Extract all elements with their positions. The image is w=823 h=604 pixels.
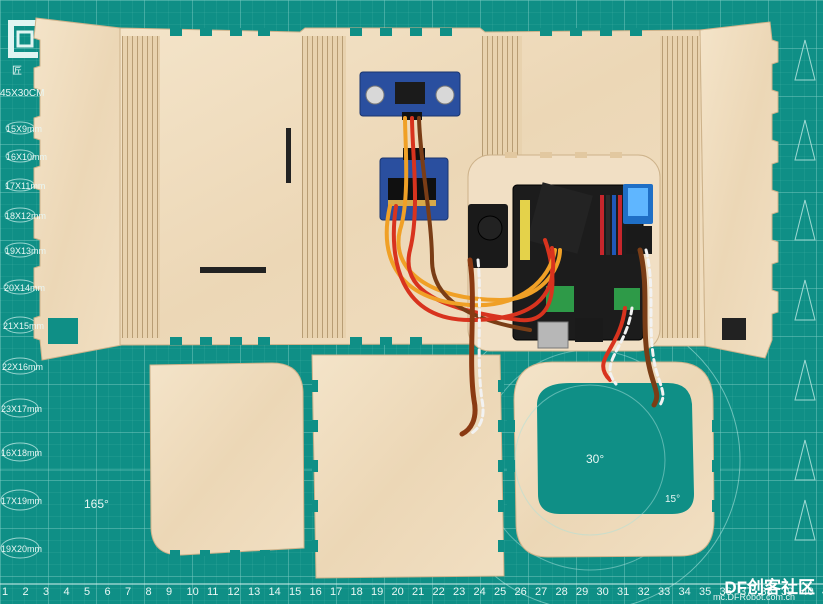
ruler-number: 14: [268, 586, 281, 598]
ruler-number: 34: [678, 586, 691, 598]
size-label: 21X15mm: [3, 321, 45, 331]
ruler-number: 9: [166, 586, 173, 598]
ruler-number: 37: [740, 586, 753, 598]
ruler-number: 27: [535, 586, 548, 598]
hinge-mid-left: [302, 36, 346, 338]
ruler-number: 38: [760, 586, 773, 598]
ruler-number: 31: [617, 586, 630, 598]
ruler-number: 26: [514, 586, 527, 598]
ruler-number: 20: [391, 586, 404, 598]
ruler-number: 5: [84, 586, 91, 598]
plywood-piece-center: [311, 354, 505, 579]
size-label: 20X14mm: [4, 283, 46, 293]
mat-left-scale: [0, 121, 40, 559]
ruler-number: 39: [781, 586, 794, 598]
ruler-number: 33: [658, 586, 671, 598]
mat-logo-icon: [8, 20, 38, 58]
ultrasonic-sensor: [359, 71, 461, 120]
ruler-number: 29: [576, 586, 589, 598]
ruler-number: 1: [2, 586, 9, 598]
mat-size-title: 45X30CM: [0, 88, 45, 99]
size-label: 18X12mm: [5, 211, 47, 221]
ruler-number: 28: [555, 586, 568, 598]
buzzer-module: [468, 204, 508, 268]
watermark-url: mc.DFRobot.com.cn: [712, 592, 795, 602]
mat-right-triangles: [794, 39, 816, 541]
size-label: 17X11mm: [5, 181, 46, 191]
plywood-frame-piece: [507, 361, 720, 558]
square-cutout-left: [48, 318, 78, 344]
ruler-number: 30: [596, 586, 609, 598]
ruler-number: 40: [801, 586, 814, 598]
slot-cutout-vertical: [286, 128, 291, 183]
ruler-number: 4: [63, 586, 70, 598]
ruler-number: 10: [186, 586, 199, 598]
arduino-io-shield: [512, 182, 644, 349]
ruler-number: 6: [104, 586, 111, 598]
slot-cutout-horizontal: [200, 267, 266, 273]
size-label: 23X17mm: [1, 404, 43, 414]
jumper-wires: [384, 116, 665, 437]
hinge-right: [660, 36, 700, 338]
plywood-piece-left: [149, 362, 305, 556]
ruler-number: 3: [43, 586, 50, 598]
ruler-number: 35: [699, 586, 712, 598]
ruler-number: 18: [350, 586, 363, 598]
watermark: DF创客社区 mc.DFRobot.com.cn: [713, 573, 815, 602]
ruler-number: 19: [371, 586, 384, 598]
ruler-number: 12: [227, 586, 240, 598]
ruler-number: 32: [637, 586, 650, 598]
angle-label: 30°: [586, 452, 605, 466]
ruler-number: 17: [330, 586, 343, 598]
ruler-number: 23: [453, 586, 466, 598]
ruler-number: 21: [412, 586, 425, 598]
dht-sensor: [623, 184, 653, 254]
size-label: 15X9mm: [6, 124, 43, 134]
square-cutout-right: [722, 318, 746, 340]
size-label: 16X18mm: [1, 448, 43, 458]
mat-brand-char: 匠: [12, 66, 22, 77]
ruler-number: 13: [248, 586, 261, 598]
ruler-number: 8: [145, 586, 152, 598]
angle-label: 15°: [665, 494, 681, 505]
watermark-logo: DF创客社区: [724, 578, 815, 597]
size-label: 16X10mm: [6, 152, 48, 162]
size-label: 19X20mm: [1, 544, 43, 554]
size-label: 22X16mm: [2, 362, 44, 372]
ruler-number: 7: [125, 586, 132, 598]
angle-label: 165°: [84, 497, 109, 511]
hinge-left: [122, 36, 160, 338]
ruler-number: 15: [289, 586, 302, 598]
ruler-number: 11: [207, 586, 219, 598]
ruler-number: 36: [719, 586, 732, 598]
ruler-number: 16: [309, 586, 322, 598]
ruler-number: 25: [494, 586, 507, 598]
ruler-number: 22: [432, 586, 445, 598]
ruler-number: 2: [22, 586, 29, 598]
ruler-number: 24: [473, 586, 486, 598]
size-label: 17X19mm: [1, 496, 43, 506]
size-label: 19X13mm: [5, 246, 47, 256]
